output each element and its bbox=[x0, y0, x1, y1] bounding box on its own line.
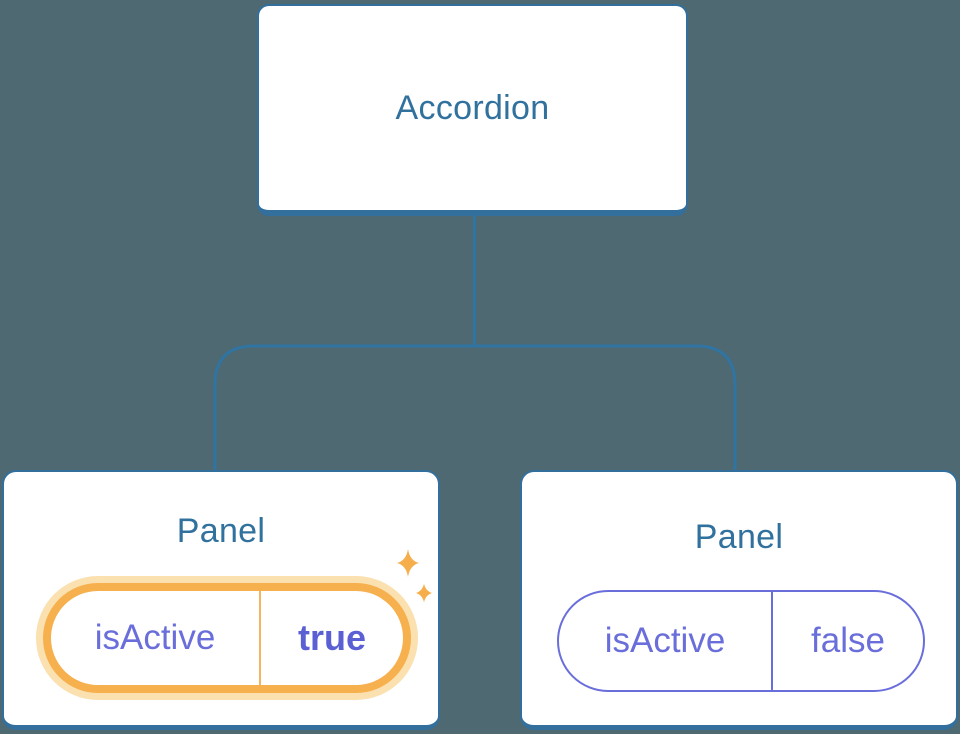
sparkle-small bbox=[416, 583, 432, 603]
panel-node-active: Panel isActive true bbox=[2, 470, 440, 730]
panel-node-title: Panel bbox=[176, 512, 266, 550]
pill-divider bbox=[259, 591, 261, 685]
connector-branch bbox=[213, 344, 737, 471]
state-pill-active: isActive true bbox=[43, 583, 411, 693]
sparkle-large bbox=[397, 549, 419, 577]
prop-value-label: true bbox=[297, 617, 366, 658]
pill-divider bbox=[771, 592, 773, 690]
panel-node-inactive: Panel isActive false bbox=[520, 470, 958, 730]
prop-name-label: isActive bbox=[604, 621, 726, 660]
state-pill-inactive: isActive false bbox=[557, 590, 925, 692]
accordion-node: Accordion bbox=[257, 4, 688, 216]
prop-value-label: false bbox=[811, 621, 885, 660]
sparkles-icon bbox=[397, 549, 432, 603]
accordion-node-label: Accordion bbox=[395, 88, 550, 127]
panel-node-title: Panel bbox=[694, 518, 784, 556]
prop-name-label: isActive bbox=[94, 618, 216, 657]
